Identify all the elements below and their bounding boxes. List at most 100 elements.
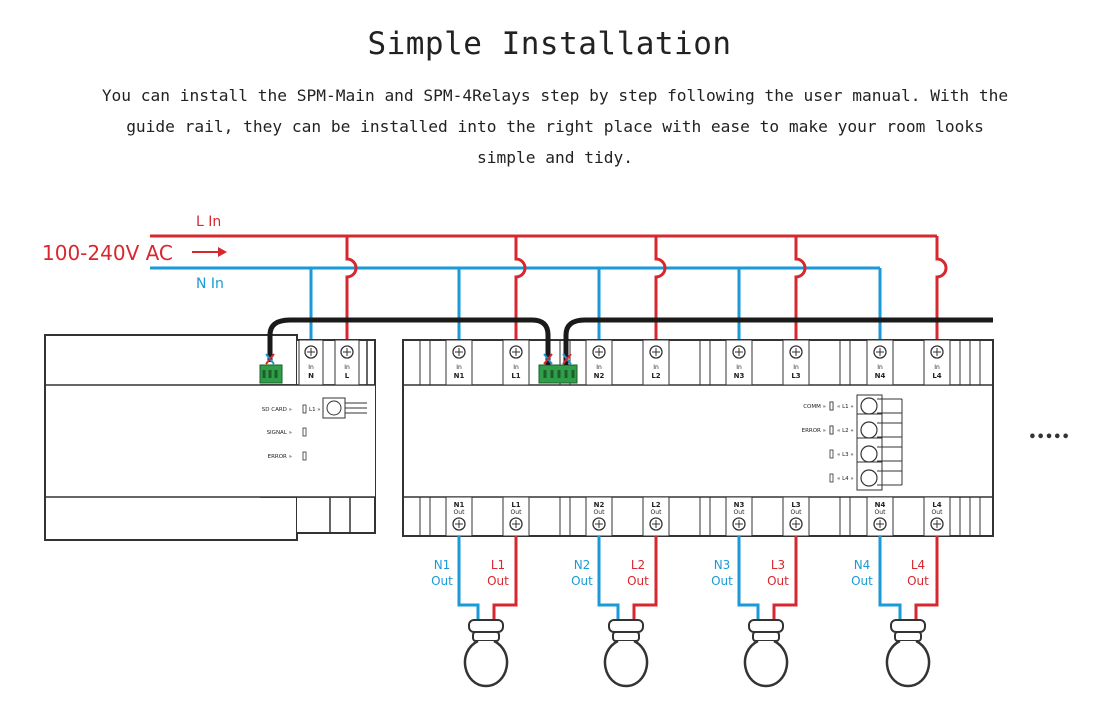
live-out-wire [914, 536, 939, 620]
output-neutral-out-label: Out [711, 574, 733, 588]
terminal-bottom-label: Out [454, 509, 466, 516]
relay-indicator-label: COMM » [803, 404, 826, 410]
live-drop [514, 236, 527, 346]
supply-voltage-label: 100-240V AC [42, 241, 173, 265]
output-neutral-label: N3 [714, 558, 731, 572]
bulb-cap [472, 631, 500, 642]
labels: N1OutL1OutN2OutL2OutN3OutL3OutN4OutL4Out… [42, 214, 1070, 588]
relay-port-label: « L2 » [837, 428, 854, 434]
led-icon [302, 451, 307, 461]
bulb-glass [463, 639, 509, 688]
output-live-out-label: Out [487, 574, 509, 588]
connector-pin [571, 370, 575, 378]
terminal-bottom-label: Out [791, 509, 803, 516]
more-units-indicator: ••••• [1028, 430, 1070, 445]
neutral-out-wire [457, 536, 480, 620]
connector-pin [550, 370, 554, 378]
connector-pin [557, 370, 561, 378]
output-live-out-label: Out [907, 574, 929, 588]
terminal-top-label: In [877, 364, 883, 371]
bulb-cap [468, 619, 504, 633]
live-drop [794, 236, 807, 346]
bulb-cap [748, 619, 784, 633]
terminal-frame [334, 339, 360, 386]
port-knob-icon [860, 469, 878, 487]
terminal-top-label: L3 [791, 501, 800, 509]
terminal-bottom-label: N3 [734, 372, 745, 380]
signal-wire [543, 353, 553, 365]
live-drop [345, 236, 358, 346]
terminal-bottom-label: L3 [791, 372, 800, 380]
main-unit-left-body [44, 334, 298, 541]
connector-pin [274, 370, 278, 378]
terminal-bottom-label: L4 [932, 372, 941, 380]
terminal-top-label: In [456, 364, 462, 371]
relay-port-label: « L1 » [837, 404, 854, 410]
led-icon [829, 449, 834, 459]
main-indicator-label: SIGNAL » [267, 430, 292, 436]
neutral-out-wire [878, 536, 902, 620]
led-icon [829, 473, 834, 483]
main-terminal: InN [298, 339, 324, 386]
main-terminal: InL [334, 339, 360, 386]
terminal-bottom-label: N1 [454, 372, 465, 380]
output-neutral-label: N2 [574, 558, 591, 572]
signal-wire [562, 353, 572, 365]
terminal-bottom-label: Out [734, 509, 746, 516]
terminal-bottom-label: Out [932, 509, 944, 516]
terminal-bottom-label: N2 [594, 372, 605, 380]
terminal-top-label: In [653, 364, 659, 371]
bulb-glass [885, 639, 931, 688]
terminal-top-label: In [308, 364, 314, 371]
led-icon [302, 404, 307, 414]
n-in-label: N In [196, 276, 224, 292]
terminal-top-label: L4 [932, 501, 941, 509]
terminal-bottom-label: L [345, 372, 350, 380]
main-port-label: L1 » [309, 407, 321, 413]
l-in-label: L In [196, 214, 221, 230]
bulb-cap [612, 631, 640, 642]
live-out-wire [772, 536, 798, 620]
live-out-wire [492, 536, 518, 620]
relay-body [402, 339, 994, 537]
output-neutral-label: N1 [434, 558, 451, 572]
page-description: You can install the SPM-Main and SPM-4Re… [101, 86, 1009, 167]
terminal-top-label: In [736, 364, 742, 371]
bulb-icon [603, 619, 649, 688]
terminal-top-label: In [344, 364, 350, 371]
connector-pin [268, 370, 272, 378]
supply-arrow-head [218, 247, 227, 257]
signal-wire [265, 353, 275, 365]
terminal-top-label: N4 [875, 501, 886, 509]
terminal-top-label: N3 [734, 501, 745, 509]
output-live-label: L3 [771, 558, 785, 572]
bulb-glass [743, 639, 789, 688]
terminal-top-label: In [934, 364, 940, 371]
output-live-label: L4 [911, 558, 925, 572]
terminal-bottom-label: Out [511, 509, 523, 516]
terminal-bottom-label: N [308, 372, 314, 380]
terminal-bottom-label: L1 [511, 372, 520, 380]
terminal-bottom-label: Out [651, 509, 663, 516]
connector-pin [543, 370, 547, 378]
terminal-bottom-label: Out [875, 509, 887, 516]
output-neutral-label: N4 [854, 558, 871, 572]
output-live-out-label: Out [767, 574, 789, 588]
terminal-top-label: L1 [511, 501, 520, 509]
port-housing [856, 394, 883, 491]
terminal-top-label: In [513, 364, 519, 371]
